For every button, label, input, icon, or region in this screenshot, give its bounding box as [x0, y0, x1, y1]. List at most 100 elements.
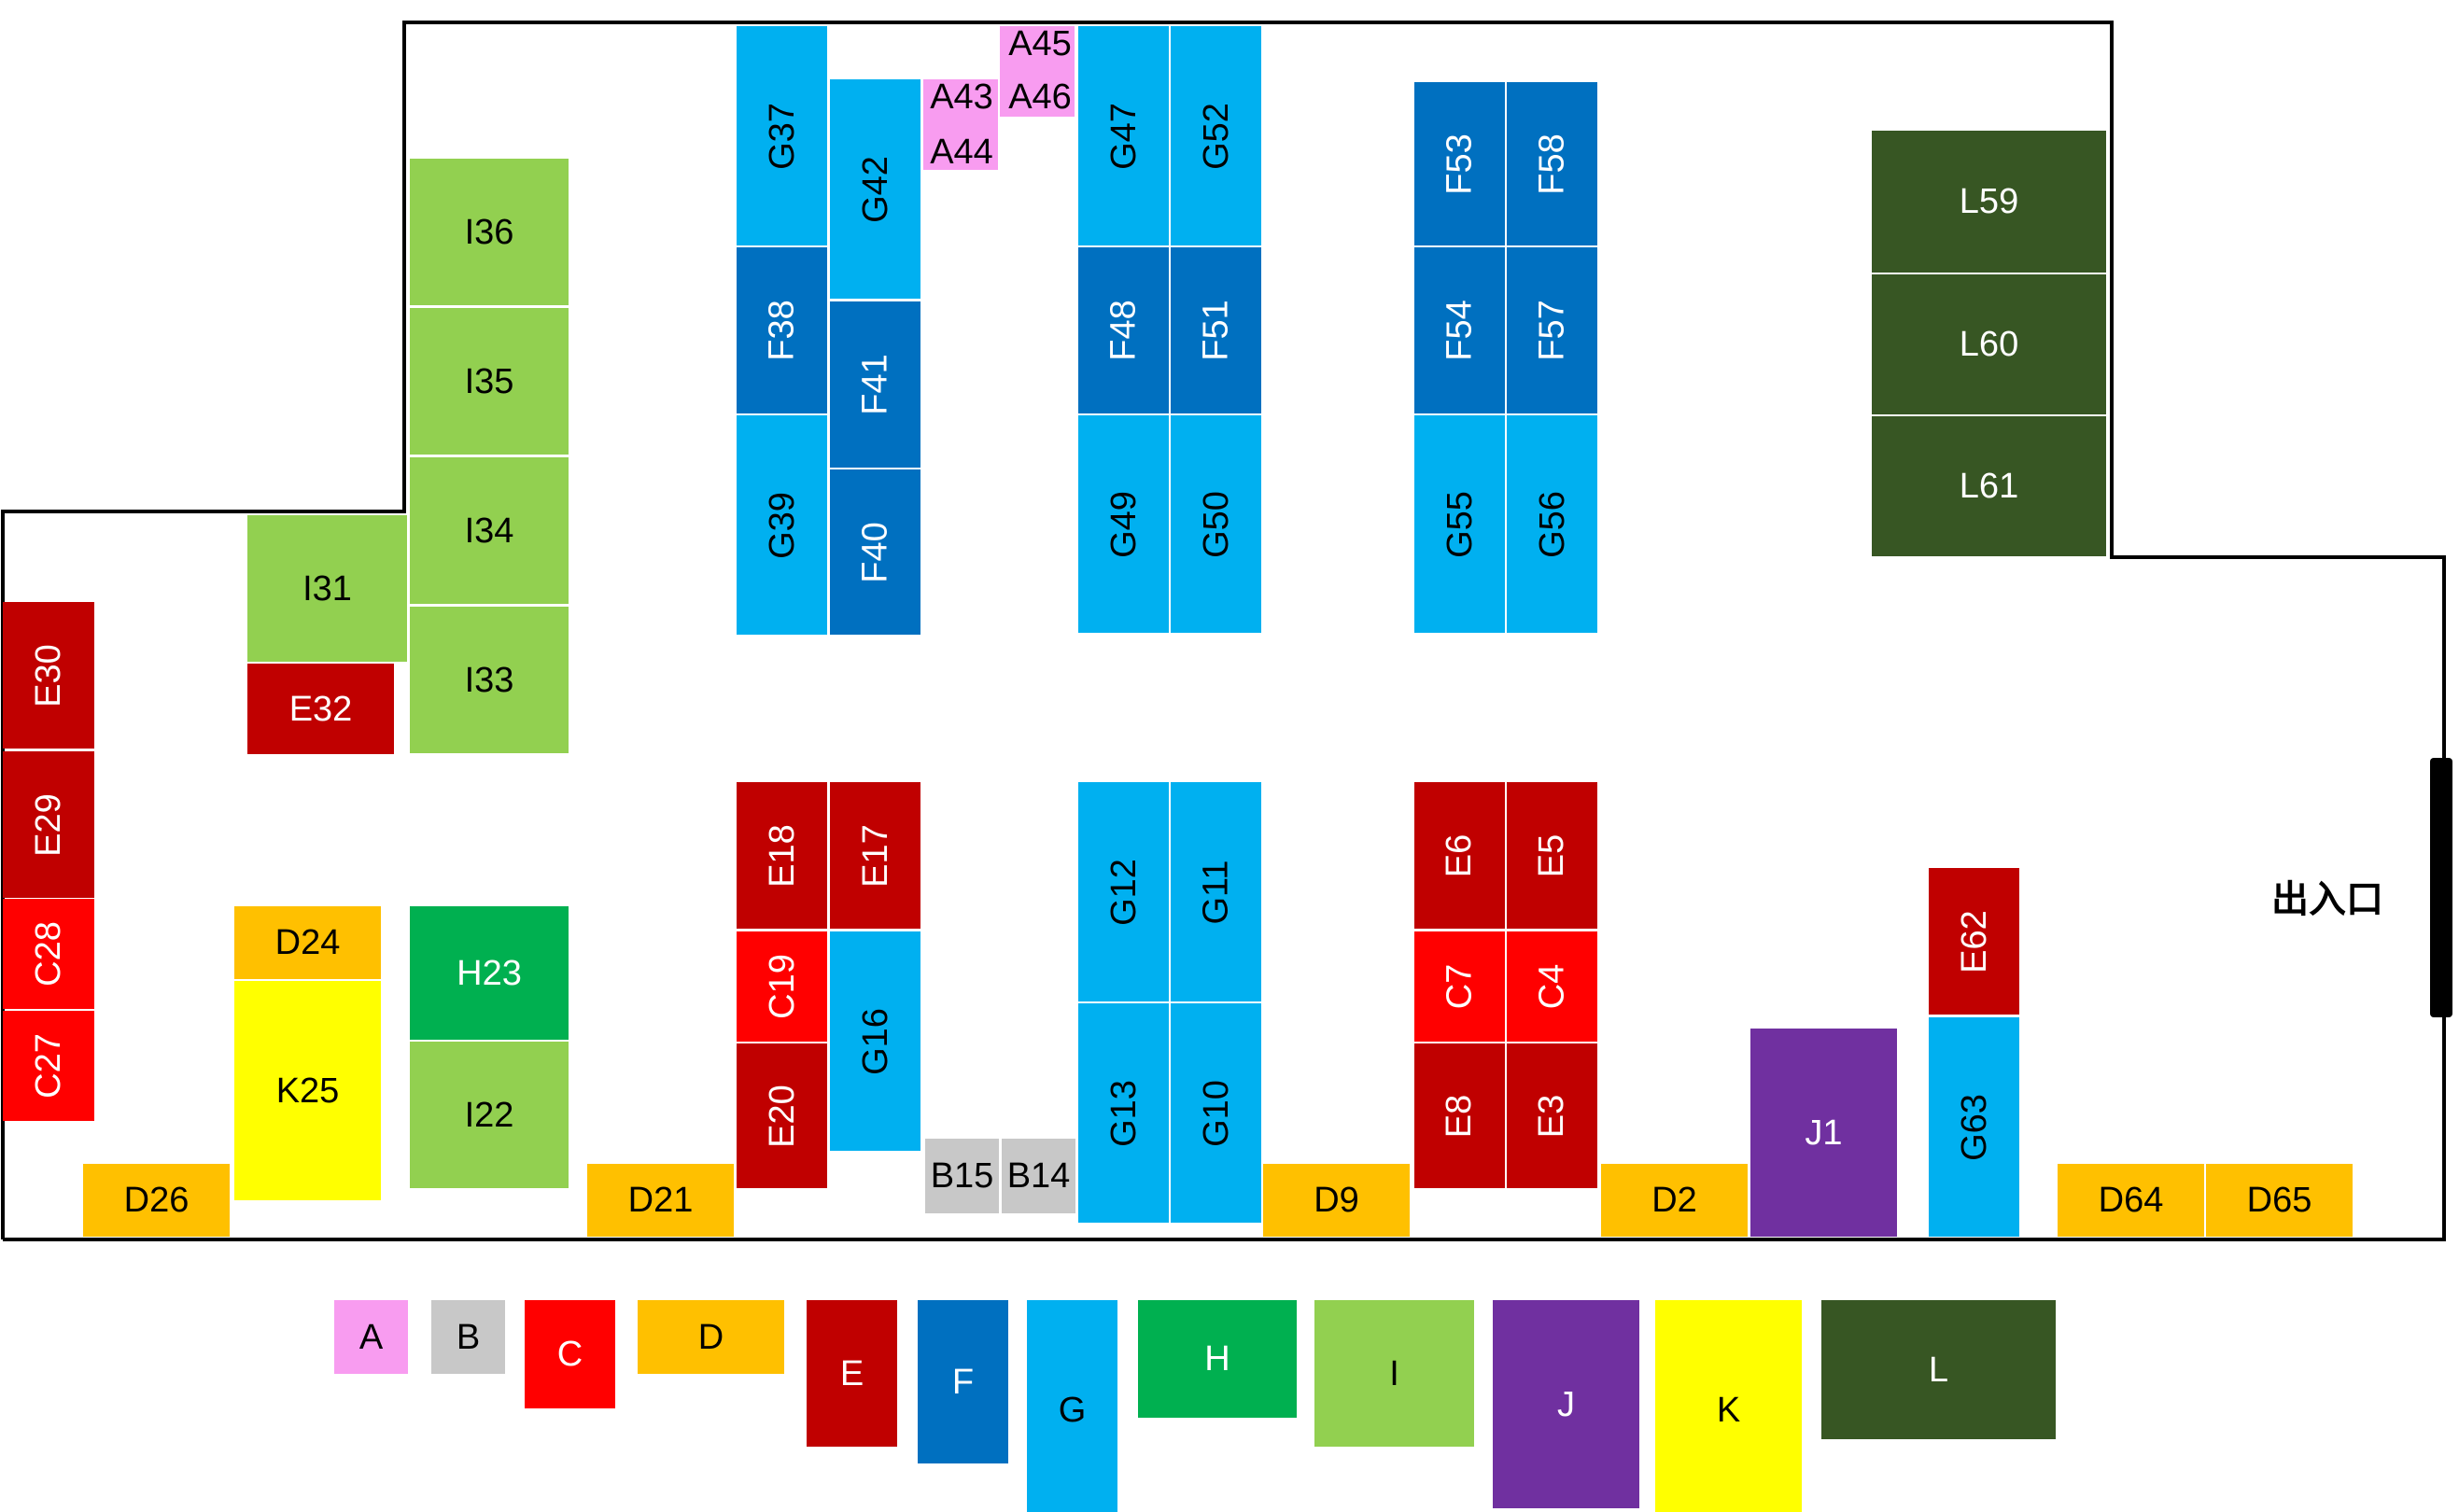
booth-d21[interactable]: D21 [587, 1164, 734, 1237]
booth-i22[interactable]: I22 [410, 1042, 569, 1188]
booth-a44[interactable] [923, 133, 998, 170]
booth-label: G37 [762, 102, 802, 170]
booth-g63[interactable]: G63 [1929, 1017, 2019, 1237]
booth-label: I31 [302, 568, 352, 609]
booth-f58[interactable]: F58 [1507, 82, 1597, 245]
booth-f51[interactable]: F51 [1171, 247, 1261, 413]
booth-d9[interactable]: D9 [1263, 1164, 1410, 1237]
booth-g42[interactable]: G42 [830, 79, 920, 299]
booth-label: G11 [1196, 859, 1236, 925]
booth-g12[interactable]: G12 [1078, 782, 1169, 1001]
booth-f53[interactable]: F53 [1414, 82, 1505, 245]
booth-label: I35 [464, 361, 514, 401]
legend-label: J [1557, 1384, 1575, 1424]
booth-f57[interactable]: F57 [1507, 247, 1597, 413]
legend-label: K [1716, 1390, 1741, 1430]
booth-a45[interactable] [1000, 26, 1075, 79]
booth-label: D64 [2098, 1181, 2164, 1220]
legend-swatch-k: K [1655, 1300, 1802, 1512]
booth-g13[interactable]: G13 [1078, 1003, 1169, 1223]
legend-swatch-g: G [1027, 1300, 1117, 1512]
booth-l60[interactable]: L60 [1872, 274, 2106, 414]
booth-a43[interactable] [923, 79, 998, 133]
booth-i36[interactable]: I36 [410, 159, 569, 305]
booth-f40[interactable]: F40 [830, 469, 920, 635]
booth-f48[interactable]: F48 [1078, 247, 1169, 413]
booth-c19[interactable]: C19 [737, 931, 827, 1042]
booth-c4[interactable]: C4 [1507, 931, 1597, 1042]
booth-g56[interactable]: G56 [1507, 415, 1597, 633]
booth-f54[interactable]: F54 [1414, 247, 1505, 413]
booth-d2[interactable]: D2 [1601, 1164, 1748, 1237]
booth-label: F40 [855, 521, 895, 583]
booth-c7[interactable]: C7 [1414, 931, 1505, 1042]
booth-g11[interactable]: G11 [1171, 782, 1261, 1001]
legend-swatch-j: J [1493, 1300, 1639, 1508]
booth-g50[interactable]: G50 [1171, 415, 1261, 633]
booth-e30[interactable]: E30 [3, 602, 94, 749]
booth-label: D24 [274, 923, 341, 962]
booth-e29[interactable]: E29 [3, 751, 94, 898]
booth-e5[interactable]: E5 [1507, 782, 1597, 929]
booth-label: G55 [1440, 490, 1480, 558]
booth-l59[interactable]: L59 [1872, 131, 2106, 273]
booth-label: C27 [29, 1033, 68, 1099]
booth-c28[interactable]: C28 [3, 899, 94, 1009]
booth-f41[interactable]: F41 [830, 301, 920, 468]
booth-j1[interactable]: J1 [1750, 1029, 1897, 1237]
legend-swatch-e: E [807, 1300, 897, 1447]
booth-e20[interactable]: E20 [737, 1043, 827, 1188]
legend-swatch-d: D [638, 1300, 784, 1374]
booth-e62[interactable]: E62 [1929, 868, 2019, 1015]
booth-g52[interactable]: G52 [1171, 26, 1261, 245]
booth-label: E6 [1440, 833, 1480, 877]
booth-i34[interactable]: I34 [410, 457, 569, 604]
booth-d24[interactable]: D24 [234, 906, 381, 979]
booth-g47[interactable]: G47 [1078, 26, 1169, 245]
booth-l61[interactable]: L61 [1872, 416, 2106, 556]
booth-e6[interactable]: E6 [1414, 782, 1505, 929]
booth-label: G47 [1103, 102, 1144, 170]
booth-k25[interactable]: K25 [234, 981, 381, 1200]
booth-label: I22 [464, 1095, 514, 1135]
booth-c27[interactable]: C27 [3, 1011, 94, 1121]
booth-g10[interactable]: G10 [1171, 1003, 1261, 1223]
legend-label: G [1058, 1390, 1087, 1430]
booth-label: E8 [1440, 1094, 1480, 1138]
booth-label: F38 [762, 300, 802, 361]
booth-label: I33 [464, 660, 514, 700]
booth-g49[interactable]: G49 [1078, 415, 1169, 633]
booth-label: A45 [1008, 24, 1072, 63]
booth-i31[interactable]: I31 [247, 515, 407, 662]
booth-d64[interactable]: D64 [2058, 1164, 2204, 1237]
booth-e18[interactable]: E18 [737, 782, 827, 929]
booth-d65[interactable]: D65 [2206, 1164, 2353, 1237]
booth-b15[interactable]: B15 [925, 1139, 999, 1213]
booth-label: E5 [1532, 833, 1572, 877]
booth-g16[interactable]: G16 [830, 931, 920, 1151]
booth-f38[interactable]: F38 [737, 247, 827, 413]
booth-g37[interactable]: G37 [737, 26, 827, 245]
booth-d26[interactable]: D26 [83, 1164, 230, 1237]
booth-b14[interactable]: B14 [1002, 1139, 1075, 1213]
booth-e17[interactable]: E17 [830, 782, 920, 929]
booth-label: K25 [275, 1071, 340, 1111]
entrance-label: 出入口 [2271, 878, 2383, 921]
booth-label: A46 [1008, 77, 1072, 117]
legend-label: D [697, 1317, 724, 1357]
booth-e32[interactable]: E32 [247, 664, 394, 754]
booth-e8[interactable]: E8 [1414, 1043, 1505, 1188]
booth-h23[interactable]: H23 [410, 906, 569, 1040]
booth-label: B14 [1006, 1156, 1071, 1196]
booth-label: G13 [1103, 1079, 1144, 1147]
booth-g55[interactable]: G55 [1414, 415, 1505, 633]
booth-i35[interactable]: I35 [410, 308, 569, 455]
booth-label: E17 [855, 823, 895, 888]
legend-label: A [358, 1317, 384, 1357]
entrance-door-marker [2430, 758, 2452, 1017]
booth-g39[interactable]: G39 [737, 415, 827, 635]
booth-e3[interactable]: E3 [1507, 1043, 1597, 1188]
booth-i33[interactable]: I33 [410, 607, 569, 753]
legend-label: F [951, 1362, 975, 1402]
booth-a46[interactable] [1000, 79, 1075, 117]
